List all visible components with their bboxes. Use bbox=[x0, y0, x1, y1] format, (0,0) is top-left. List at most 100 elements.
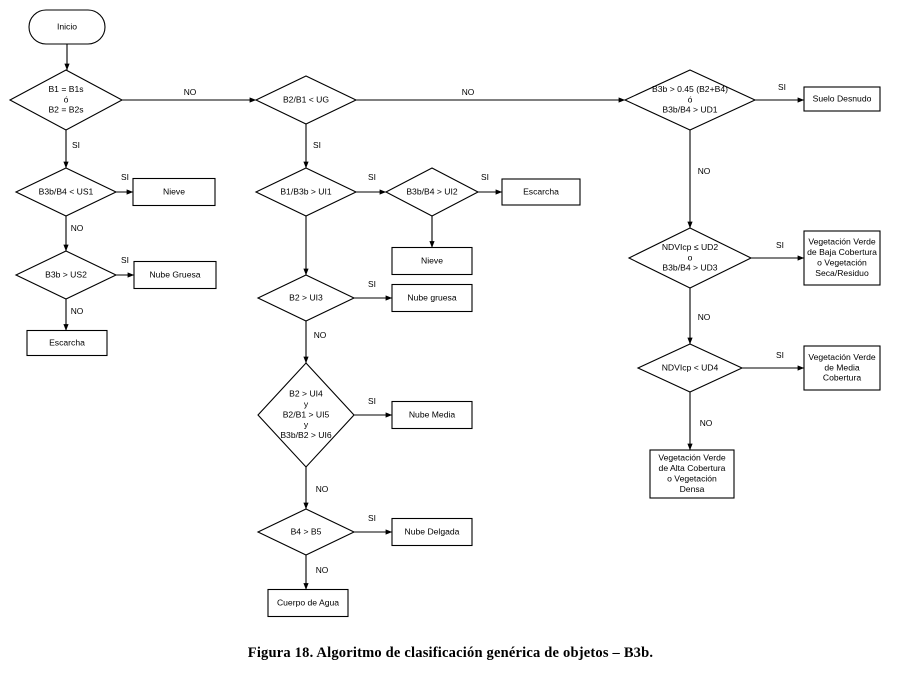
node-label: B1/B3b > UI1 bbox=[280, 186, 332, 196]
node-label: Suelo Desnudo bbox=[813, 93, 872, 103]
node-b_escarcha_m: Escarcha bbox=[501, 178, 581, 206]
process-shape bbox=[803, 345, 881, 391]
node-d_ndvicp_ud4: NDVIcp < UD4 bbox=[636, 343, 744, 393]
node-b_nieve_l: Nieve bbox=[132, 177, 216, 207]
node-b_cuerpo_agua: Cuerpo de Agua bbox=[267, 588, 349, 618]
node-b_nieve_m: Nieve bbox=[391, 246, 473, 276]
edge-label: NO bbox=[71, 306, 84, 316]
edges-layer bbox=[63, 44, 805, 590]
node-label: Vegetación Verde bbox=[658, 453, 726, 463]
node-d_b3b4_us1: B3b/B4 < US1 bbox=[14, 167, 118, 217]
node-label: NDVIcp < UD4 bbox=[662, 362, 719, 372]
decision-shape bbox=[8, 69, 124, 131]
node-label: o bbox=[688, 252, 693, 262]
decision-shape bbox=[254, 75, 358, 125]
node-d_b3b_us2: B3b > US2 bbox=[14, 250, 118, 300]
edge-label: SI bbox=[313, 140, 321, 150]
node-label: B1 = B1s bbox=[48, 84, 83, 94]
node-label: B3b > 0.45 (B2+B4) bbox=[652, 84, 728, 94]
node-label: B2/B1 > UI5 bbox=[283, 409, 330, 419]
node-label: de Baja Cobertura bbox=[807, 247, 877, 257]
node-label: NDVIcp ≤ UD2 bbox=[662, 242, 719, 252]
edge-label: NO bbox=[316, 565, 329, 575]
node-label: B3b/B2 > UI6 bbox=[280, 430, 332, 440]
node-b_escarcha_l: Escarcha bbox=[26, 329, 108, 357]
edge-label: SI bbox=[776, 350, 784, 360]
process-shape bbox=[267, 588, 349, 618]
node-label: Seca/Residuo bbox=[815, 268, 869, 278]
edge-label: NO bbox=[698, 166, 711, 176]
edge-label: NO bbox=[314, 330, 327, 340]
edge-label: NO bbox=[71, 223, 84, 233]
node-label: Densa bbox=[680, 484, 705, 494]
process-shape bbox=[803, 86, 881, 112]
node-label: ó bbox=[64, 94, 69, 104]
decision-shape bbox=[257, 362, 355, 468]
node-b_nube_gruesa_m: Nube gruesa bbox=[391, 283, 473, 313]
decision-shape bbox=[636, 343, 744, 393]
edge-label: SI bbox=[121, 255, 129, 265]
node-label: Nieve bbox=[163, 186, 185, 196]
node-d_b2b1_ug: B2/B1 < UG bbox=[254, 75, 358, 125]
node-label: Vegetación Verde bbox=[808, 237, 876, 247]
process-shape bbox=[391, 246, 473, 276]
node-label: B3b/B4 < US1 bbox=[39, 186, 94, 196]
decision-shape bbox=[256, 274, 356, 322]
edge-label: SI bbox=[121, 172, 129, 182]
node-d_b3b4_ui2: B3b/B4 > UI2 bbox=[384, 167, 480, 217]
decision-shape bbox=[254, 167, 358, 217]
node-label: o Vegetación bbox=[817, 257, 867, 267]
node-label: de Alta Cobertura bbox=[659, 463, 726, 473]
edge-label: SI bbox=[776, 240, 784, 250]
process-shape bbox=[132, 177, 216, 207]
node-label: B2 > UI4 bbox=[289, 388, 323, 398]
process-shape bbox=[133, 260, 217, 290]
edge-label: SI bbox=[368, 279, 376, 289]
node-label: Nube Media bbox=[409, 409, 456, 419]
figure-caption: Figura 18. Algoritmo de clasificación ge… bbox=[247, 645, 654, 661]
node-label: B4 > B5 bbox=[291, 526, 322, 536]
node-label: B3b/B4 > UD3 bbox=[662, 263, 717, 273]
node-label: Inicio bbox=[57, 21, 77, 31]
decision-shape bbox=[627, 227, 753, 289]
edge-label: SI bbox=[72, 140, 80, 150]
node-label: B2 > UI3 bbox=[289, 292, 323, 302]
node-label: Cobertura bbox=[823, 373, 861, 383]
node-b_nube_media: Nube Media bbox=[391, 400, 473, 430]
node-d_b1b3b_ui1: B1/B3b > UI1 bbox=[254, 167, 358, 217]
edge-label: NO bbox=[462, 87, 475, 97]
node-label: y bbox=[304, 399, 309, 409]
node-label: B2/B1 < UG bbox=[283, 94, 329, 104]
edge-label: NO bbox=[698, 312, 711, 322]
process-shape bbox=[26, 329, 108, 357]
node-label: Cuerpo de Agua bbox=[277, 597, 339, 607]
decision-shape bbox=[384, 167, 480, 217]
process-shape bbox=[391, 400, 473, 430]
node-label: B3b/B4 > UD1 bbox=[662, 105, 717, 115]
node-b_nube_delgada: Nube Delgada bbox=[391, 517, 473, 547]
node-label: Nube Gruesa bbox=[149, 269, 200, 279]
node-b_nube_gruesa_l: Nube Gruesa bbox=[133, 260, 217, 290]
edge-label: NO bbox=[316, 484, 329, 494]
decision-shape bbox=[14, 167, 118, 217]
decision-shape bbox=[14, 250, 118, 300]
edge-label: NO bbox=[700, 418, 713, 428]
node-b_suelo: Suelo Desnudo bbox=[803, 86, 881, 112]
node-label: B2 = B2s bbox=[48, 105, 83, 115]
decision-shape bbox=[256, 508, 356, 556]
node-label: Vegetación Verde bbox=[808, 352, 876, 362]
terminator-shape bbox=[28, 9, 106, 45]
node-label: Escarcha bbox=[49, 337, 85, 347]
node-label: B3b/B4 > UI2 bbox=[406, 186, 458, 196]
node-label: Nube Delgada bbox=[405, 526, 460, 536]
process-shape bbox=[391, 517, 473, 547]
node-label: Escarcha bbox=[523, 186, 559, 196]
